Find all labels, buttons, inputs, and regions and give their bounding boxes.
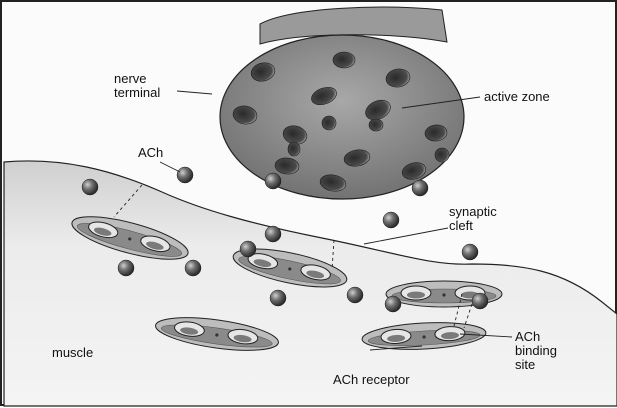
synaptic-vesicles	[232, 51, 450, 192]
nerve-terminal-shape	[219, 6, 465, 200]
label-synaptic-cleft: synaptic cleft	[449, 204, 497, 233]
vesicle	[343, 149, 371, 167]
ach-molecule	[384, 295, 402, 313]
vesicle	[287, 141, 301, 157]
leader-ach-receptor	[369, 345, 423, 351]
ach-molecule	[411, 179, 429, 197]
ach-molecule	[264, 225, 282, 243]
vesicle	[424, 124, 448, 142]
vesicle	[368, 118, 384, 132]
label-ach-receptor: ACh receptor	[333, 372, 410, 387]
binding-path	[113, 184, 143, 218]
vesicle	[321, 115, 337, 131]
receptor-cluster	[71, 216, 189, 260]
vesicle	[250, 62, 276, 82]
leader-binding-site	[459, 333, 513, 338]
ach-molecule	[184, 259, 202, 277]
vesicle	[311, 86, 337, 106]
vesicle	[274, 157, 300, 175]
ach-molecule	[117, 259, 135, 277]
vesicle	[319, 174, 347, 192]
binding-path	[331, 239, 335, 271]
label-active-zone: active zone	[484, 89, 550, 104]
label-nerve-terminal: nerve terminal	[114, 71, 161, 100]
receptor-cluster	[361, 322, 487, 350]
ach-molecule	[239, 240, 257, 258]
receptor-cluster	[155, 317, 279, 351]
ach-molecule	[269, 289, 287, 307]
vesicle	[232, 105, 258, 125]
label-muscle: muscle	[52, 345, 94, 360]
vesicle	[434, 147, 450, 163]
ach-molecule	[346, 286, 364, 304]
ach-molecule	[264, 172, 282, 190]
leader-ach	[159, 161, 181, 173]
ach-molecule	[81, 178, 99, 196]
leader-lines	[159, 90, 513, 351]
vesicle	[365, 99, 391, 121]
label-ach-binding-site: ACh binding site	[515, 329, 557, 372]
ach-molecule	[471, 292, 489, 310]
binding-path	[463, 303, 473, 329]
leader-synaptic-cleft	[363, 227, 449, 245]
ach-molecule	[176, 166, 194, 184]
vesicle	[385, 68, 411, 88]
leader-nerve-terminal	[176, 90, 213, 95]
ach-molecule	[382, 211, 400, 229]
vesicle	[401, 162, 427, 180]
label-ach: ACh	[138, 145, 164, 160]
vesicle	[332, 51, 356, 69]
ach-molecule	[461, 243, 479, 261]
ach-molecules	[81, 166, 489, 329]
receptor-cluster	[232, 248, 348, 288]
leader-active-zone	[401, 96, 481, 109]
